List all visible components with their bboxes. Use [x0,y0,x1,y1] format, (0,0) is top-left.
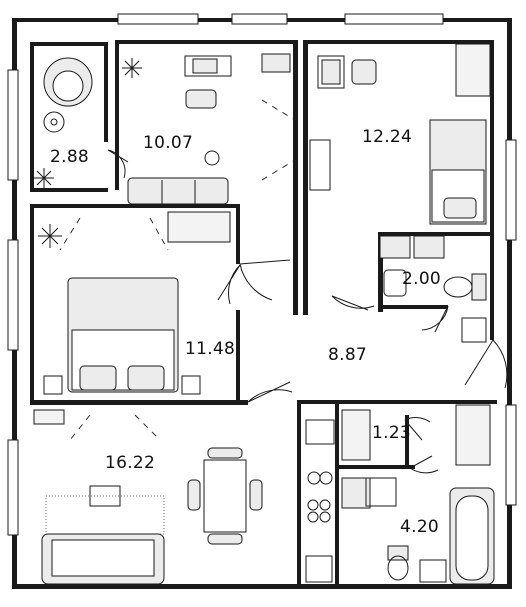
plant-icon-study [122,58,142,78]
desk-icon-bedroom-right [317,55,345,89]
washing-machine-icon-bath [341,477,371,509]
boiler-icon [365,477,397,507]
windows [7,13,517,536]
sofa-icon-study [127,177,229,205]
chair-icon-bedroom-right [351,59,377,85]
area-label-kitchen-living-top: 10.07 [143,133,193,153]
bathtub-icon [449,487,495,585]
shelf-icon-study [261,53,291,73]
lamp-icon-study [204,150,220,166]
fridge-icon [305,555,333,583]
stove-icon [307,471,333,485]
chair-icon-study [185,89,217,109]
dining-table-icon [187,447,263,545]
area-label-hallway: 8.87 [328,345,367,365]
tv-stand-icon [309,139,331,191]
shelf-icon-living [33,409,65,425]
area-label-bedroom-left: 11.48 [185,339,235,359]
plant-icon-balcony [34,168,54,188]
area-label-balcony: 2.88 [50,147,89,167]
light-beam-study [261,99,296,181]
hob-icon-kitchen [307,499,331,523]
toilet-icon-small-bath [443,273,487,301]
bed-single-icon [429,119,487,225]
wardrobe-icon-bedroom [167,211,231,243]
area-label-bedroom-right: 12.24 [362,127,412,147]
toilet-icon-bath [387,545,409,581]
light-beam-living [69,414,161,441]
interior-walls [30,40,497,588]
area-label-bathroom-large: 4.20 [400,517,439,537]
sink-icon-bath [419,559,447,583]
area-label-wardrobe: 1.23 [372,423,411,443]
area-label-bathroom-small: 2.00 [402,269,441,289]
nightstand-icon-right [181,375,201,395]
plant-icon-bedroom [38,224,62,248]
bed-double-icon [67,277,179,393]
desk-icon-study [184,55,232,77]
tv-zone-outline [45,495,165,535]
hob-icon-hall [461,317,487,343]
nightstand-icon-left [43,375,63,395]
area-label-living-room: 16.22 [105,453,155,473]
armchair-icon [43,57,93,107]
washing-machines-icon [379,235,445,259]
doors [107,149,508,474]
table-round-icon [43,111,65,133]
tv-icon-living [89,485,121,507]
sink-icon-small-bath [383,269,407,297]
light-beam-bedroom [59,217,169,251]
wardrobe-icon-small [341,409,371,461]
wardrobe-icon-bath [455,404,491,466]
wardrobe-icon-right-top [455,43,491,97]
sink-icon-kitchen [305,419,335,445]
sofa-icon-living [41,533,165,585]
